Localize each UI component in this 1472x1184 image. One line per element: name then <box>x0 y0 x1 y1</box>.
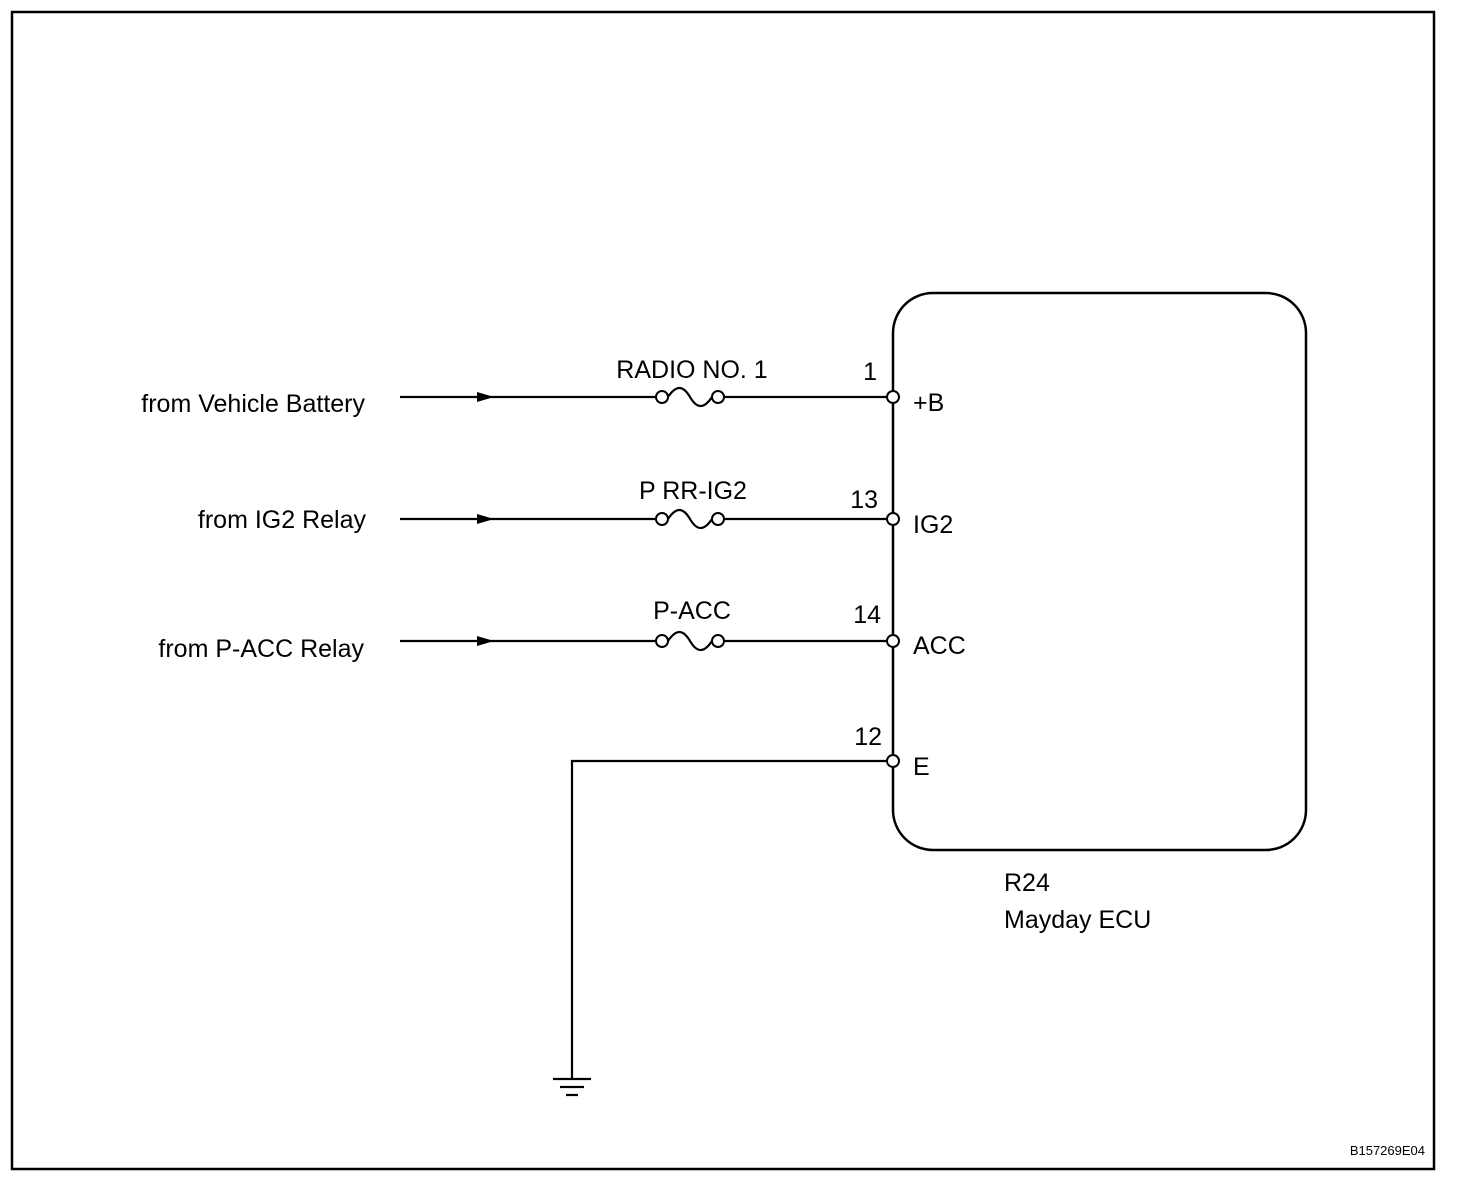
arrow-icon <box>477 514 494 524</box>
circuit-row-ground: 12 E <box>553 723 930 1097</box>
fuse-terminal-right <box>711 390 725 404</box>
fuse-symbol <box>667 508 713 530</box>
pin-number-12: 12 <box>854 723 882 751</box>
circuit-row-battery: from Vehicle Battery RADIO NO. 1 1 +B <box>141 356 944 418</box>
ecu-pin-13 <box>886 512 900 526</box>
terminal-label-b: +B <box>913 389 944 417</box>
circuit-row-ig2: from IG2 Relay P RR-IG2 13 IG2 <box>198 477 953 539</box>
source-label-acc: from P-ACC Relay <box>158 635 364 663</box>
fuse-terminal-right <box>711 512 725 526</box>
fuse-terminal-left <box>655 634 669 648</box>
fuse-symbol <box>667 630 713 652</box>
pin-number-1: 1 <box>863 358 877 386</box>
pin-number-13: 13 <box>850 486 878 514</box>
source-label-battery: from Vehicle Battery <box>141 390 365 418</box>
fuse-symbol <box>667 386 713 408</box>
fuse-terminal-left <box>655 390 669 404</box>
ecu-pin-1 <box>886 390 900 404</box>
ecu-name: Mayday ECU <box>1004 906 1151 934</box>
wire-ground <box>570 759 887 1079</box>
circuit-row-acc: from P-ACC Relay P-ACC 14 ACC <box>158 597 965 663</box>
pin-number-14: 14 <box>853 601 881 629</box>
fuse-label-p-acc: P-ACC <box>653 597 731 625</box>
fuse-label-radio: RADIO NO. 1 <box>616 356 767 384</box>
ecu-box <box>891 291 1308 852</box>
ecu-code: R24 <box>1004 869 1050 897</box>
fuse-terminal-right <box>711 634 725 648</box>
source-label-ig2: from IG2 Relay <box>198 506 367 534</box>
figure-id: B157269E04 <box>1350 1143 1425 1158</box>
diagram-frame <box>10 10 1436 1171</box>
arrow-icon <box>477 392 494 402</box>
fuse-label-rr-ig2: P RR-IG2 <box>639 477 747 505</box>
arrow-icon <box>477 636 494 646</box>
fuse-terminal-left <box>655 512 669 526</box>
terminal-label-e: E <box>913 753 930 781</box>
terminal-label-acc: ACC <box>913 632 966 660</box>
terminal-label-ig2: IG2 <box>913 511 953 539</box>
ecu-pin-14 <box>886 634 900 648</box>
ecu-pin-12 <box>886 754 900 768</box>
